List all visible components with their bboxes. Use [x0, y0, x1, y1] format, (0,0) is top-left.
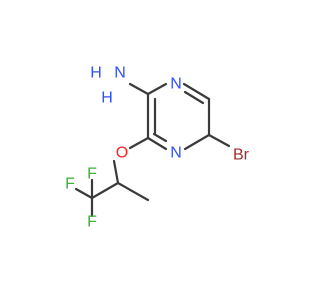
bond-n4-c3 — [146, 136, 168, 151]
bond-ch-ch3 — [116, 181, 150, 202]
amine-h-label: H — [90, 65, 102, 82]
bond-n4-c3-inner — [152, 132, 168, 143]
bond-c5-n4 — [183, 133, 211, 151]
fluorine-bottom-label: F — [87, 214, 97, 231]
bond-ch-cf3 — [90, 181, 120, 200]
molecule-structure: H N H N N O Br F F F — [65, 65, 250, 231]
bond-n1-c6 — [182, 82, 211, 101]
ring-n4-label: N — [170, 145, 182, 162]
amine-n-label: N — [114, 65, 126, 82]
bond-o-ch — [112, 159, 120, 185]
bond-c5-br — [207, 133, 231, 148]
ring-n1-label: N — [170, 76, 182, 93]
fluorine-top-label: F — [87, 166, 97, 183]
fluorine-left-label: F — [65, 176, 75, 193]
bond-c3-o — [128, 136, 150, 150]
bond-c2-n1 — [146, 82, 168, 96]
bromine-label: Br — [233, 147, 250, 164]
oxygen-label: O — [116, 145, 128, 162]
bond-n1-c6-inner — [183, 90, 205, 105]
bond-c2-nh2 — [128, 82, 150, 96]
bond-cf3-f-left — [74, 187, 94, 200]
amine-h2-label: H — [101, 90, 113, 107]
